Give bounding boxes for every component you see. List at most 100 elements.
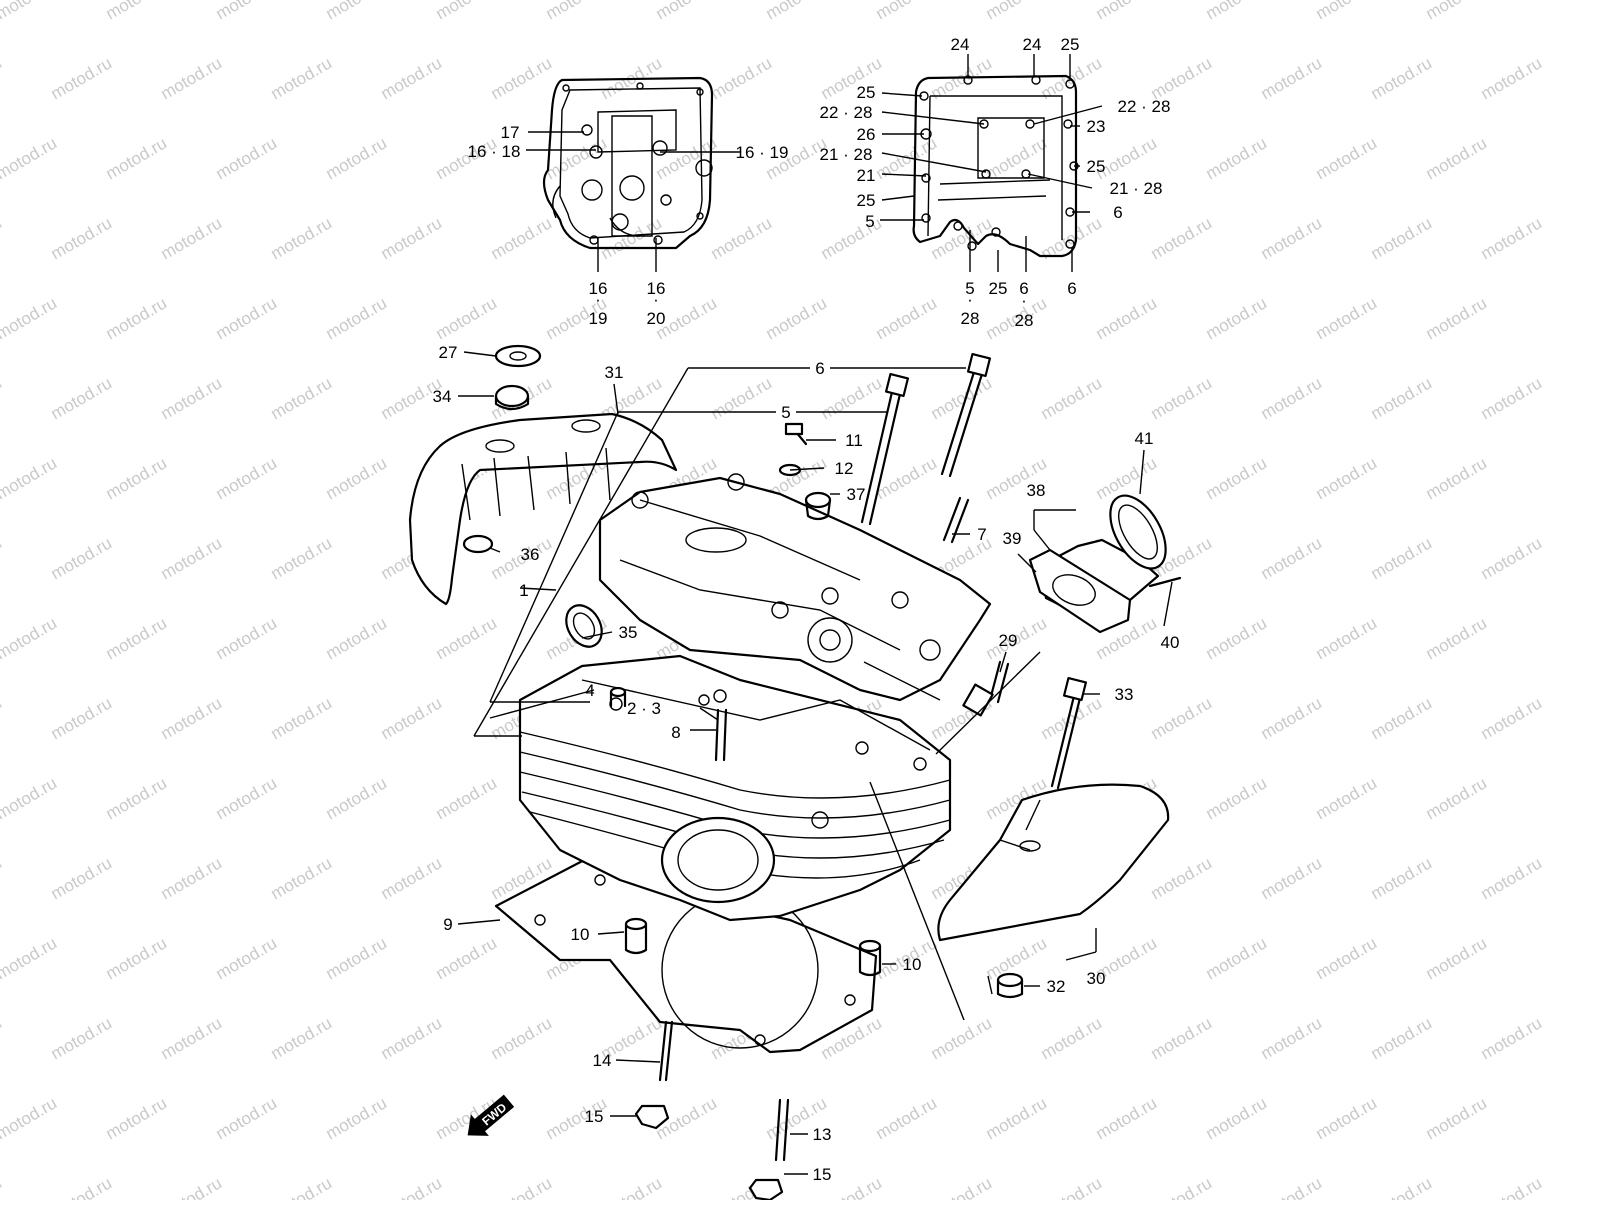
watermark-text: motod.ru	[1093, 1093, 1161, 1143]
watermark-text: motod.ru	[1093, 0, 1161, 23]
watermark-text: motod.ru	[1313, 0, 1381, 23]
callout-15a: 15	[585, 1107, 604, 1126]
watermark-text: motod.ru	[48, 853, 116, 903]
watermark-text: motod.ru	[1148, 1173, 1216, 1200]
watermark-text: motod.ru	[48, 53, 116, 103]
callout-5-28-bot: 28	[961, 309, 980, 328]
watermark-text: motod.ru	[103, 933, 171, 983]
watermark-text: motod.ru	[323, 773, 391, 823]
watermark-text: motod.ru	[268, 213, 336, 263]
callout-34: 34	[433, 387, 452, 406]
watermark-text: motod.ru	[1258, 53, 1326, 103]
watermark-text: motod.ru	[1038, 373, 1106, 423]
watermark-text: motod.ru	[1038, 1173, 1106, 1200]
callout-37: 37	[847, 485, 866, 504]
watermark-text: motod.ru	[1423, 613, 1491, 663]
watermark-text: motod.ru	[708, 373, 776, 423]
watermark-text: motod.ru	[0, 373, 5, 423]
callout-dot: ·	[1021, 291, 1027, 310]
watermark-text: motod.ru	[0, 53, 5, 103]
watermark-text: motod.ru	[213, 1093, 281, 1143]
watermark-text: motod.ru	[1148, 373, 1216, 423]
watermark-text: motod.ru	[1368, 853, 1436, 903]
watermark-text: motod.ru	[0, 693, 5, 743]
callout-21: 21	[857, 166, 876, 185]
watermark-text: motod.ru	[1258, 213, 1326, 263]
watermark-text: motod.ru	[48, 213, 116, 263]
watermark-text: motod.ru	[268, 693, 336, 743]
watermark-text: motod.ru	[1478, 213, 1546, 263]
leader-lines	[457, 54, 1173, 1175]
watermark-text: motod.ru	[433, 933, 501, 983]
callout-25a: 25	[1061, 35, 1080, 54]
callout-25d: 25	[857, 191, 876, 210]
watermark-text: motod.ru	[268, 853, 336, 903]
callout-31: 31	[605, 363, 624, 382]
watermark-text: motod.ru	[1423, 0, 1491, 23]
watermark-text: motod.ru	[1478, 373, 1546, 423]
watermark-text: motod.ru	[0, 853, 5, 903]
callout-25c: 25	[1087, 157, 1106, 176]
watermark-text: motod.ru	[1203, 453, 1271, 503]
watermark-text: motod.ru	[213, 453, 281, 503]
watermark-text: motod.ru	[1148, 213, 1216, 263]
callout-dot: ·	[653, 290, 659, 309]
side-cover-30	[937, 783, 1170, 942]
watermark-text: motod.ru	[268, 1173, 336, 1200]
watermark-text: motod.ru	[1478, 53, 1546, 103]
watermark-text: motod.ru	[103, 133, 171, 183]
watermark-text: motod.ru	[873, 1093, 941, 1143]
watermark-text: motod.ru	[1203, 933, 1271, 983]
callout-22-28b: 22 · 28	[1118, 97, 1171, 116]
watermark-text: motod.ru	[323, 0, 391, 23]
watermark-text: motod.ru	[378, 853, 446, 903]
watermark-text: motod.ru	[488, 213, 556, 263]
watermark-text: motod.ru	[158, 53, 226, 103]
watermark-text: motod.ru	[1423, 453, 1491, 503]
watermark-text: motod.ru	[873, 453, 941, 503]
watermark-text: motod.ru	[873, 293, 941, 343]
watermark-text: motod.ru	[818, 213, 886, 263]
cylinder-head-1	[518, 654, 952, 922]
watermark-text: motod.ru	[48, 1173, 116, 1200]
callout-32: 32	[1047, 977, 1066, 996]
callout-6-28-bot: 28	[1015, 311, 1034, 330]
watermark-text: motod.ru	[1258, 373, 1326, 423]
watermark-text: motod.ru	[378, 693, 446, 743]
watermark-text: motod.ru	[213, 773, 281, 823]
watermark-text: motod.ru	[543, 0, 611, 23]
callout-25b: 25	[857, 83, 876, 102]
watermark-text: motod.ru	[488, 1173, 556, 1200]
callout-10a: 10	[571, 925, 590, 944]
watermark-text: motod.ru	[213, 933, 281, 983]
callout-7: 7	[977, 525, 986, 544]
callout-39: 39	[1003, 529, 1022, 548]
watermark-text: motod.ru	[1258, 533, 1326, 583]
watermark-text: motod.ru	[1313, 453, 1381, 503]
watermark-text: motod.ru	[103, 613, 171, 663]
cam-housing	[598, 473, 992, 702]
callout-41: 41	[1135, 429, 1154, 448]
callout-15b: 15	[813, 1165, 832, 1184]
watermark-text: motod.ru	[543, 133, 611, 183]
watermark-text: motod.ru	[158, 853, 226, 903]
watermark-text: motod.ru	[1368, 53, 1436, 103]
watermark-text: motod.ru	[158, 693, 226, 743]
watermark-text: motod.ru	[268, 373, 336, 423]
watermark-text: motod.ru	[1368, 373, 1436, 423]
watermark-text: motod.ru	[1148, 53, 1216, 103]
inset-cylinder-head-top-view	[542, 76, 714, 250]
side-cover-31	[408, 412, 678, 606]
watermark-text: motod.ru	[48, 693, 116, 743]
watermark-text: motod.ru	[0, 533, 5, 583]
callout-33: 33	[1115, 685, 1134, 704]
callout-36: 36	[521, 545, 540, 564]
watermark-text: motod.ru	[0, 293, 60, 343]
watermark-text: motod.ru	[158, 1013, 226, 1063]
watermark-text: motod.ru	[598, 1173, 666, 1200]
watermark-text: motod.ru	[0, 453, 60, 503]
watermark-text: motod.ru	[323, 613, 391, 663]
watermark-text: motod.ru	[763, 293, 831, 343]
watermark-text: motod.ru	[433, 0, 501, 23]
callout-14: 14	[593, 1051, 612, 1070]
